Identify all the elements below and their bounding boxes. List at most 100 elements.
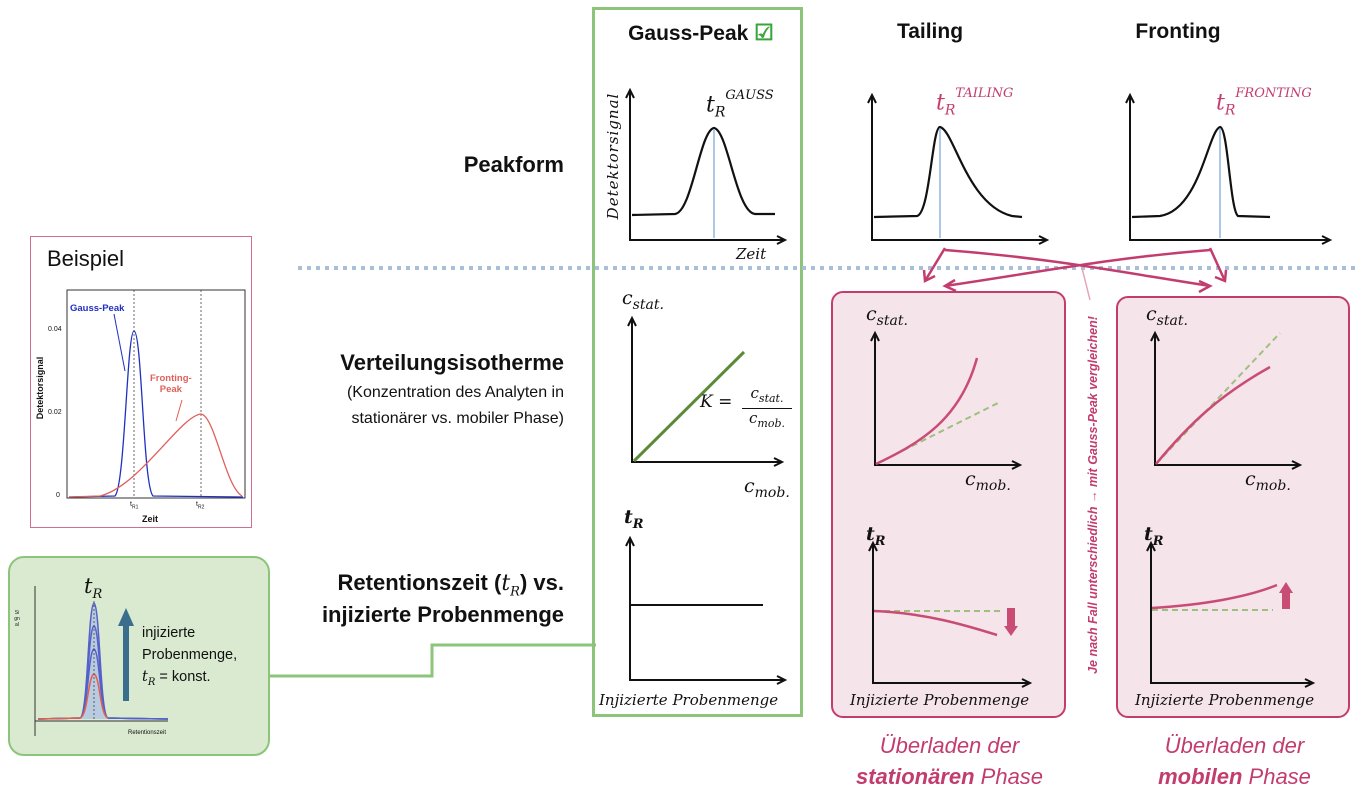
injection-text-2: Probenmenge, [142, 647, 238, 663]
example-fronting-label-1: Fronting- [150, 373, 192, 384]
gauss-isotherm-plot [627, 315, 785, 467]
column-header-gauss: Gauss-Peak ☑ [596, 20, 806, 46]
row-header-peakform: Peakform [463, 152, 564, 177]
checkbox-icon: ☑ [754, 20, 774, 45]
tailing-tr-sub: R [944, 102, 956, 119]
gauss-header-label: Gauss-Peak [628, 22, 749, 45]
example-chart [66, 289, 246, 499]
fronting-retention-plot [1146, 540, 1316, 688]
injection-text-1: injizierte [142, 625, 196, 641]
tailing-cmob-sub: mob. [975, 477, 1011, 494]
peak-xlabel: Zeit [736, 245, 767, 263]
fronting-caption: Überladen der mobilen Phase [1117, 730, 1352, 792]
tailing-tr-sup: TAILING [955, 86, 1014, 101]
injection-text-konst: = konst. [155, 669, 211, 685]
tailing-ret-t: t [866, 523, 875, 545]
k-den-c: c [749, 409, 758, 427]
gauss-ret-t: t [624, 506, 633, 528]
tailing-peak-label: tRTAILING [936, 86, 1013, 119]
example-tr1: tR1 [130, 501, 138, 510]
tailing-caption-line2: stationären Phase [832, 761, 1067, 792]
injection-tr-r: R [92, 587, 103, 603]
fronting-ret-t: t [1144, 523, 1153, 545]
tailing-tr-symbol: t [936, 90, 945, 116]
gauss-cmob-sub: mob. [754, 484, 790, 501]
fronting-peak-label: tRFRONTING [1216, 86, 1312, 119]
gauss-peak-plot [625, 87, 788, 245]
gauss-retention-plot [625, 535, 788, 685]
example-xlabel: Zeit [142, 514, 159, 524]
fronting-isotherm-plot [1150, 330, 1303, 470]
fronting-ret-r: R [1152, 533, 1164, 549]
gauss-retention-ylabel: tR [624, 506, 644, 532]
gauss-isotherm-xlabel: cmob. [744, 475, 790, 501]
gauss-tr-symbol: t [706, 92, 715, 118]
fronting-retention-ylabel: tR [1144, 523, 1164, 549]
fronting-caption-bold: mobilen [1158, 764, 1243, 789]
tailing-caption: Überladen der stationären Phase [832, 730, 1067, 792]
fronting-isotherm-xlabel: cmob. [1245, 468, 1291, 494]
gauss-tr-sub: R [714, 104, 726, 121]
example-tr1-sub: R1 [131, 504, 139, 511]
tailing-caption-line1: Überladen der [879, 733, 1020, 758]
example-fronting-label: Fronting- Peak [150, 373, 192, 395]
example-gauss-label: Gauss-Peak [70, 303, 125, 314]
fronting-cmob-sub: mob. [1255, 477, 1291, 494]
injection-xlabel: Retentionszeit [128, 730, 167, 736]
fronting-peak-plot [1125, 92, 1333, 245]
example-tr2-sub: R2 [197, 504, 205, 511]
tailing-isotherm-plot [870, 330, 1023, 470]
injection-tr-t: t [84, 574, 93, 598]
injection-chart [34, 586, 169, 736]
k-den-sub: mob. [757, 417, 785, 430]
k-equation: K = [700, 392, 732, 412]
example-tr2-t: t [196, 501, 198, 508]
gauss-peak-label: tRGAUSS [706, 88, 774, 121]
fronting-tr-sub: R [1224, 102, 1236, 119]
tailing-cmob-c: c [965, 468, 976, 490]
retention-label-pre: Retentionszeit ( [337, 570, 502, 595]
gauss-isotherm-ylabel: cstat. [622, 287, 664, 313]
tailing-retention-plot [868, 540, 1033, 688]
injection-box [8, 556, 270, 756]
example-tr2: tR2 [196, 501, 204, 510]
column-header-fronting: Fronting [1135, 20, 1221, 43]
row-header-retention-2: injizierte Probenmenge [321, 602, 564, 627]
fronting-cmob-c: c [1245, 468, 1256, 490]
gauss-ret-r: R [632, 516, 644, 532]
injection-ylabel: Signal [14, 610, 20, 628]
injection-text-3: tR = konst. [142, 666, 237, 694]
gauss-cstat-sub: stat. [632, 296, 664, 313]
tailing-isotherm-ylabel: cstat. [866, 303, 908, 329]
example-ytick-1: 0.04 [48, 326, 62, 333]
gauss-cstat-c: c [622, 287, 633, 309]
example-fronting-label-2: Peak [159, 384, 182, 395]
fronting-tr-symbol: t [1216, 90, 1225, 116]
column-header-tailing: Tailing [896, 20, 964, 43]
injection-text: injizierte Probenmenge, tR = konst. [142, 622, 237, 694]
tailing-caption-bold: stationären [855, 764, 975, 789]
k-fraction: cstat. cmob. [742, 384, 792, 433]
row-subtext-isotherm-1: (Konzentration des Analyten in [346, 384, 564, 401]
k-denominator: cmob. [742, 409, 792, 433]
row-header-isotherm: Verteilungsisotherme [340, 350, 564, 375]
gauss-column-frame [592, 7, 803, 717]
injection-text-t: t [142, 669, 148, 685]
gauss-tr-sup: GAUSS [725, 88, 774, 103]
example-ytick-3: 0 [56, 492, 60, 499]
tailing-box [831, 291, 1066, 718]
retention-symbol-sub: R [510, 584, 520, 600]
tailing-retention-xlabel: Injizierte Probenmenge [850, 691, 1030, 709]
example-title: Beispiel [47, 246, 125, 271]
fronting-cstat-sub: stat. [1156, 312, 1188, 329]
fronting-caption-end: Phase [1242, 764, 1311, 789]
tailing-cstat-c: c [866, 303, 877, 325]
fronting-caption-line1: Überladen der [1164, 733, 1305, 758]
retention-symbol: t [501, 571, 511, 596]
row-header-retention: Retentionszeit (tR) vs. [270, 570, 564, 599]
k-symbol: K = [700, 392, 733, 412]
fronting-retention-xlabel: Injizierte Probenmenge [1135, 691, 1315, 709]
injection-text-r: R [147, 676, 156, 688]
example-ytick-2: 0.02 [48, 409, 62, 416]
